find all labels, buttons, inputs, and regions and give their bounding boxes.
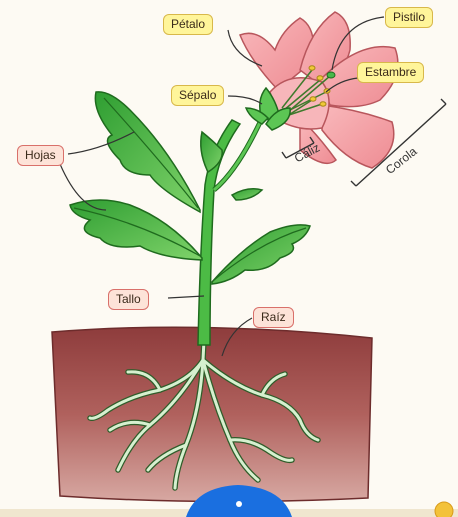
label-estambre: Estambre bbox=[357, 62, 424, 83]
label-petalo: Pétalo bbox=[163, 14, 213, 35]
label-pistilo: Pistilo bbox=[385, 7, 433, 28]
label-tallo: Tallo bbox=[108, 289, 149, 310]
label-raiz: Raíz bbox=[253, 307, 294, 328]
sun-icon bbox=[435, 502, 453, 517]
label-sepalo: Sépalo bbox=[171, 85, 224, 106]
label-hojas: Hojas bbox=[17, 145, 64, 166]
leader-sepalo bbox=[228, 96, 262, 104]
